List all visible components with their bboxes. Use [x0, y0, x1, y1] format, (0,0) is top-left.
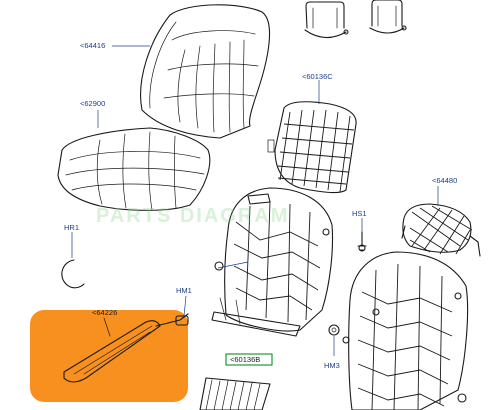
- label-seat-back-cover[interactable]: <64416: [80, 41, 105, 50]
- headrest-posts: [304, 0, 407, 39]
- label-hr1[interactable]: HR1: [64, 223, 79, 232]
- back-frame-panel: [267, 101, 357, 194]
- highlighted-part-box[interactable]: <64226: [30, 308, 189, 402]
- label-hs1[interactable]: HS1: [352, 209, 367, 218]
- boxed-part-label[interactable]: <60136B: [225, 353, 273, 366]
- lower-trim-panel: [199, 377, 271, 410]
- leader-lines: [71, 45, 439, 356]
- label-hm3[interactable]: HM3: [324, 361, 340, 370]
- label-seat-cushion-cover[interactable]: <62900: [80, 99, 105, 108]
- label-back-frame-panel[interactable]: <60136C: [302, 72, 333, 81]
- seat-back-frame-center: [211, 187, 334, 337]
- hs1-screw: [357, 231, 367, 252]
- watermark-text: PARTS DIAGRAM: [96, 205, 289, 227]
- side-panel: [401, 203, 481, 257]
- label-hm1[interactable]: HM1: [176, 286, 192, 295]
- seat-back-frame-right: [342, 251, 469, 410]
- highlighted-part-label: <64226: [92, 308, 117, 317]
- hr1-ring: [61, 259, 85, 289]
- boxed-part-label-text: <60136B: [230, 355, 260, 364]
- hm3-nut: [328, 324, 340, 336]
- seat-back-cover: [140, 4, 271, 139]
- label-side-panel[interactable]: <64480: [432, 176, 457, 185]
- seat-cushion-cover: [57, 127, 211, 211]
